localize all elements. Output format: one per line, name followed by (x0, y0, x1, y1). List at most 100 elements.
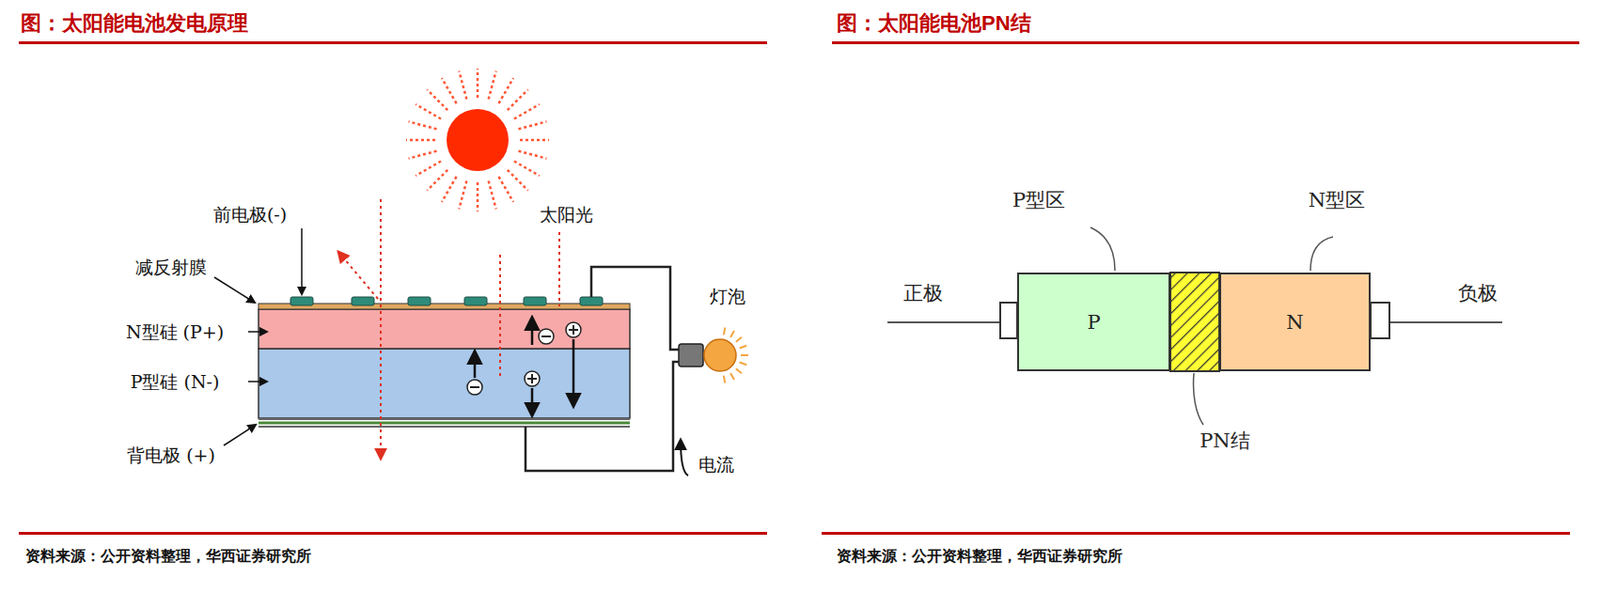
pointer-arrow (300, 228, 303, 295)
sun-ray (458, 180, 467, 209)
lamp-ray (730, 373, 735, 380)
label: 资料来源：公开资料整理，华西证券研究所 (836, 547, 1123, 565)
hole-symbol (565, 322, 581, 338)
region-letter: P (1086, 311, 1100, 334)
sun-ray (517, 121, 547, 129)
leader-line (1192, 373, 1204, 425)
label: P型区 (1012, 188, 1066, 213)
sun-ray (499, 176, 515, 203)
region-box: P (1017, 272, 1171, 372)
label: 负极 (1458, 282, 1498, 306)
label: 电流 (698, 454, 735, 476)
label: N型硅 (P+) (125, 321, 224, 344)
lamp-ray (736, 337, 742, 343)
lamp-ray (723, 376, 725, 384)
sun-ray (426, 89, 448, 110)
leader-line (1310, 236, 1334, 271)
pn-junction (1170, 272, 1220, 372)
label: 前电极(-) (213, 203, 287, 226)
sun (446, 109, 509, 172)
electron-circle (467, 379, 483, 395)
front-electrode (464, 297, 487, 306)
sun-ray (517, 151, 547, 159)
sun-ray (441, 176, 457, 203)
sun-ray (441, 78, 457, 104)
sun-ray (488, 180, 497, 209)
plus-sign (531, 374, 534, 384)
lamp-ray (740, 354, 749, 357)
minus-sign (470, 386, 480, 389)
sun-ray (499, 78, 515, 104)
leader-line (1090, 227, 1115, 271)
sun-ray (514, 104, 540, 120)
region-box: N (1219, 272, 1371, 372)
wire (525, 361, 679, 471)
lamp-bulb (704, 339, 737, 372)
current-arrow (680, 439, 689, 476)
carrier-arrow (473, 351, 477, 378)
lamp-ray (723, 327, 725, 335)
source-rule (18, 532, 768, 535)
lamp-ray (739, 362, 748, 366)
hole-circle (524, 371, 540, 387)
label: 图：太阳能电池PN结 (836, 11, 1032, 36)
front-electrode (580, 297, 603, 306)
plus-sign (572, 325, 575, 335)
pointer-arrow (248, 380, 267, 383)
lead-wire (1389, 321, 1503, 324)
electron-symbol (538, 329, 554, 345)
source-rule (821, 532, 1570, 535)
label: 图：太阳能电池发电原理 (20, 11, 249, 36)
hole-symbol (524, 371, 540, 387)
sun-ray (415, 161, 441, 177)
label: N型区 (1308, 188, 1365, 213)
title-rule (18, 41, 768, 45)
sun-ray (426, 170, 448, 191)
label: 灯泡 (709, 285, 746, 308)
pointer-arrow (214, 277, 255, 303)
minus-sign (541, 335, 551, 338)
sun-ray (514, 161, 540, 177)
label: P型硅 (N-) (130, 371, 220, 393)
back-electrode-line (258, 422, 630, 425)
wire (591, 266, 679, 350)
lamp-socket (678, 344, 704, 367)
sun-ray (519, 139, 550, 142)
back-electrode (258, 418, 630, 427)
light-ray (379, 199, 382, 459)
sun-ray (408, 121, 438, 129)
lamp-ray (739, 345, 748, 349)
electron-symbol (467, 379, 483, 395)
lead-wire (887, 321, 1001, 324)
sun-ray (415, 104, 441, 120)
sun-ray (458, 71, 467, 100)
region-letter: N (1286, 311, 1303, 334)
sun-ray (488, 71, 497, 100)
light-ray (558, 232, 561, 307)
lamp-glow (723, 327, 749, 383)
antireflection-film (258, 303, 630, 310)
sun-ray (476, 68, 480, 98)
back-electrode-line (258, 425, 630, 428)
terminal (1370, 302, 1390, 339)
carrier-arrow (531, 388, 534, 416)
sun-rays (406, 68, 550, 212)
pointer-arrow (248, 330, 267, 333)
lamp-ray (730, 330, 735, 338)
carrier-arrow (531, 317, 534, 346)
label: PN结 (1199, 429, 1251, 454)
light-ray (499, 254, 502, 378)
sun-ray (408, 151, 438, 159)
front-electrode (523, 297, 547, 306)
label: 资料来源：公开资料整理，华西证券研究所 (25, 547, 312, 565)
label: 减反射膜 (135, 256, 207, 279)
sun-ray (476, 182, 480, 212)
label: 背电极 (+) (126, 444, 216, 467)
front-electrode (351, 297, 375, 306)
sun-ray (507, 89, 529, 110)
lamp-ray (736, 368, 742, 374)
pointer-arrow (223, 424, 256, 446)
sun-ray (507, 170, 529, 191)
hole-circle (565, 322, 581, 338)
